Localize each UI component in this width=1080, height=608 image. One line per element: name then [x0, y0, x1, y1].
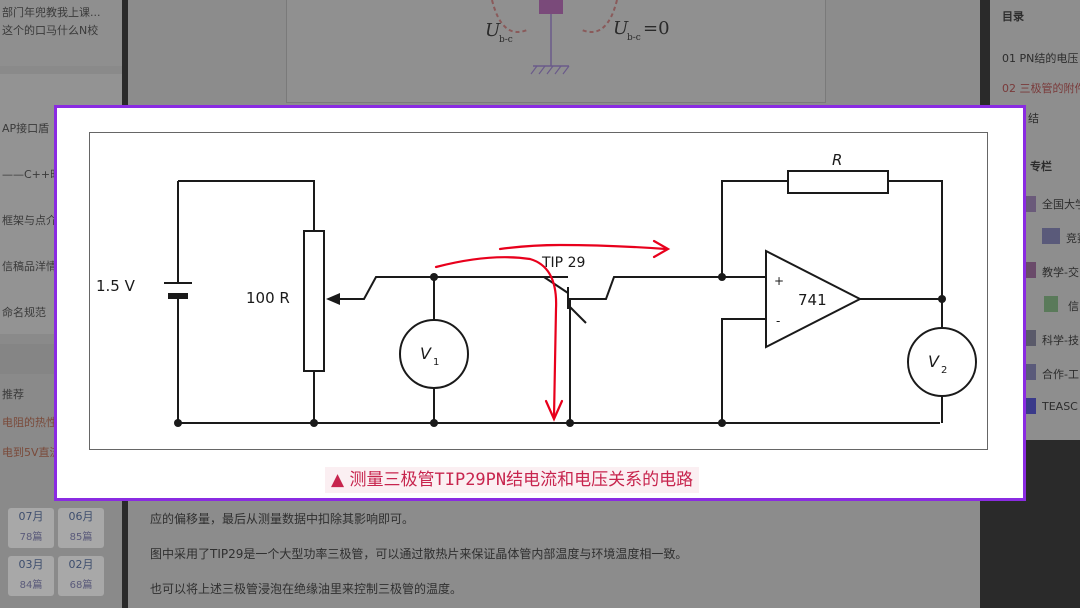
current-arrow-right — [581, 0, 618, 33]
left-sidebar-top-block — [0, 0, 122, 66]
potentiometer-label: 100 R — [246, 289, 290, 307]
wire-feedback-left — [721, 180, 788, 277]
wire-feedback-right — [888, 180, 943, 299]
battery-label: 1.5 V — [96, 277, 136, 295]
archive-count: 84篇 — [19, 580, 43, 591]
article-paragraph-2: 图中采用了TIP29是一个大型功率三极管，可以通过散热片来保证晶体管内部温度与环… — [150, 547, 688, 561]
v2-label: V — [928, 352, 940, 371]
annotation-arrow-down — [434, 256, 558, 419]
transistor-collector — [543, 276, 569, 294]
annotation-arrowhead-down — [544, 399, 564, 422]
battery-plate-short — [168, 293, 188, 299]
archive-count: 78篇 — [19, 532, 43, 543]
column-icon — [1026, 364, 1036, 380]
junction-dots — [174, 273, 946, 427]
archive-month-label: 02月 — [68, 558, 94, 571]
article-paragraph-1: 应的偏移量，最后从测量数据中扣除其影响即可。 — [150, 512, 415, 526]
figure-caption: ▲ 测量三极管TIP29PN结电流和电压关系的电路 — [325, 467, 700, 493]
wire-minus-input — [721, 318, 766, 423]
left-section-item-2[interactable]: 电到5V直流 — [2, 446, 61, 459]
ubc-right-label: U — [613, 18, 629, 39]
column-item-5[interactable]: 科学-技 — [1042, 334, 1079, 347]
column-icon — [1044, 296, 1058, 312]
column-item-1[interactable]: 全国大学 — [1042, 198, 1080, 211]
v1-sub: 1 — [433, 357, 439, 368]
left-item-4[interactable]: 信稿品洋情 — [2, 260, 57, 273]
caption-text-mono: TIP29PN — [434, 470, 507, 490]
caption-triangle-icon: ▲ — [331, 470, 345, 490]
toc-title: 目录 — [1002, 10, 1024, 23]
caption-text-post: 结电流和电压关系的电路 — [506, 470, 694, 490]
opamp-label: 741 — [798, 291, 827, 309]
toc-item-3[interactable]: 结 — [1028, 112, 1039, 125]
opamp-plus: + — [774, 274, 784, 288]
annotation-arrowhead-right — [652, 239, 671, 259]
column-title: 专栏 — [1030, 160, 1052, 173]
v2-sub: 2 — [941, 365, 947, 376]
toc-item-2[interactable]: 02 三极管的附件 — [1002, 82, 1080, 95]
potentiometer-wiper-arrow — [326, 293, 340, 305]
red-annotation — [434, 239, 671, 422]
archive-month-1[interactable]: 07月 78篇 — [8, 508, 54, 548]
archive-month-3[interactable]: 03月 84篇 — [8, 556, 54, 596]
column-icon — [1026, 196, 1036, 212]
ubc-left-label: U — [485, 20, 501, 41]
column-item-4[interactable]: 信 — [1068, 300, 1079, 313]
opamp-741 — [765, 249, 863, 349]
archive-month-label: 06月 — [68, 510, 94, 523]
image-lightbox[interactable]: 1.5 V 100 R V 1 TIP 29 R 741 + - V 2 ▲ 测… — [54, 105, 1026, 501]
potentiometer — [303, 230, 325, 372]
column-item-6[interactable]: 合作-工 — [1042, 368, 1079, 381]
v1-label: V — [420, 344, 432, 363]
current-arrow-left — [491, 0, 528, 33]
ubc-right-suffix: =0 — [643, 18, 670, 39]
feedback-resistor — [787, 170, 889, 194]
left-item-3[interactable]: 框架与点介 — [2, 214, 57, 227]
column-icon — [1026, 262, 1036, 278]
transistor-label: TIP 29 — [541, 255, 585, 271]
archive-count: 85篇 — [69, 532, 93, 543]
opamp-minus: - — [776, 314, 780, 328]
archive-month-4[interactable]: 02月 68篇 — [58, 556, 104, 596]
caption-text-pre: 测量三极管 — [349, 470, 435, 490]
left-item-5[interactable]: 命名规范 — [2, 306, 46, 319]
wire-top-left — [178, 180, 315, 231]
ubc-left-sub: b-c — [499, 35, 513, 45]
ubc-right-sub: b-c — [627, 33, 641, 43]
ground-hatch — [530, 65, 570, 75]
wire-wiper-base — [338, 276, 568, 300]
toc-item-1[interactable]: 01 PN结的电压 — [1002, 52, 1079, 65]
left-top-line-1[interactable]: 部门年兜教我上课... — [2, 6, 101, 19]
resistor-label: R — [832, 151, 842, 169]
archive-month-label: 07月 — [18, 510, 44, 523]
column-item-3[interactable]: 教学-交 — [1042, 266, 1079, 279]
archive-month-2[interactable]: 06月 85篇 — [58, 508, 104, 548]
voltmeter-v1 — [399, 319, 469, 389]
circuit-diagram: 1.5 V 100 R V 1 TIP 29 R 741 + - V 2 — [96, 151, 977, 427]
device-body — [539, 0, 563, 14]
voltmeter-v2 — [907, 327, 977, 397]
annotation-arrow-right — [498, 243, 668, 251]
left-item-1[interactable]: AP接口盾 — [2, 122, 50, 135]
circuit-figure: 1.5 V 100 R V 1 TIP 29 R 741 + - V 2 — [89, 132, 988, 450]
transistor-diagram: U b-c U b-c =0 — [485, 0, 670, 75]
column-item-2[interactable]: 竞赛 — [1066, 232, 1080, 245]
left-item-2[interactable]: ——C++时 — [2, 168, 62, 181]
column-icon — [1042, 228, 1060, 244]
column-item-7[interactable]: TEASC — [1042, 400, 1078, 413]
left-section-title: 推荐 — [2, 388, 24, 401]
archive-count: 68篇 — [69, 580, 93, 591]
article-paragraph-3: 也可以将上述三极管浸泡在绝缘油里来控制三极管的温度。 — [150, 582, 463, 596]
left-top-line-2[interactable]: 这个的口马什么N校 — [2, 24, 99, 37]
left-section-item-1[interactable]: 电阻的热性 — [2, 416, 57, 429]
column-icon — [1026, 398, 1036, 414]
column-icon — [1026, 330, 1036, 346]
article-top-figure: U b-c U b-c =0 — [286, 0, 826, 103]
wire-to-opamp — [598, 276, 722, 300]
archive-month-label: 03月 — [18, 558, 44, 571]
